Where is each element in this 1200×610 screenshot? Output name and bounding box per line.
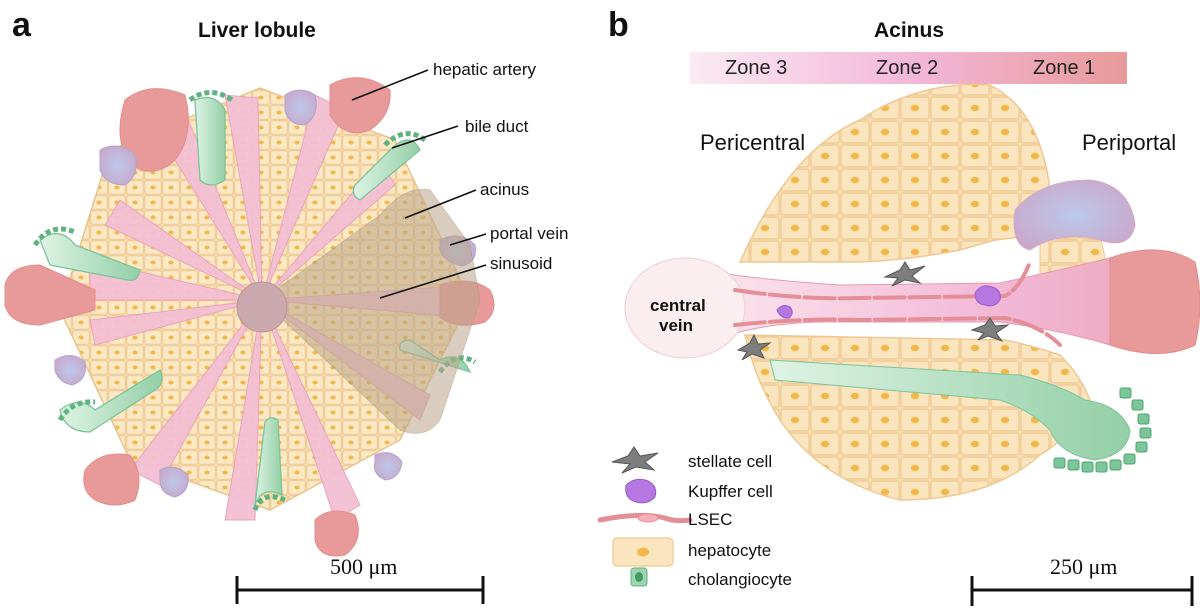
legend-icons bbox=[597, 446, 693, 587]
label-hepatic-artery: hepatic artery bbox=[433, 60, 536, 79]
scale-bar-b-line bbox=[970, 576, 1194, 606]
upper-hepatocyte-field bbox=[738, 83, 1051, 263]
label-leaders bbox=[351, 69, 487, 299]
central-vein-a bbox=[236, 281, 288, 333]
portal-vein-b bbox=[1013, 179, 1136, 251]
label-bile-duct: bile duct bbox=[465, 117, 529, 136]
kupffer-cell-icon bbox=[625, 478, 657, 504]
legend-cholangiocyte: cholangiocyte bbox=[688, 570, 792, 589]
central-vein-b bbox=[624, 257, 746, 359]
central-vein-label-line2: vein bbox=[659, 316, 694, 335]
legend-kupffer-cell: Kupffer cell bbox=[688, 482, 773, 501]
periportal-label: Periportal bbox=[1082, 130, 1177, 155]
scale-bar-b-label: 250 μm bbox=[1050, 554, 1118, 579]
stellate-cell-icon bbox=[611, 446, 659, 474]
stellate-cells bbox=[736, 261, 1010, 361]
central-vein-label-line1: central bbox=[650, 296, 706, 315]
zone-1-label: Zone 1 bbox=[1033, 57, 1096, 79]
liver-lobule-diagram bbox=[4, 69, 495, 604]
scale-bar-a-line bbox=[235, 576, 485, 604]
label-portal-vein: portal vein bbox=[490, 224, 569, 243]
legend-hepatocyte: hepatocyte bbox=[688, 541, 772, 560]
lsec-lining bbox=[733, 260, 1062, 347]
scale-bar-a-label: 500 μm bbox=[330, 554, 398, 579]
zone-3-label: Zone 3 bbox=[725, 57, 788, 79]
legend-lsec: LSEC bbox=[688, 510, 733, 529]
panel-b-letter: b bbox=[608, 6, 629, 44]
cholangiocyte-icon bbox=[630, 567, 648, 587]
hepatic-artery-b bbox=[1109, 249, 1200, 354]
pericentral-label: Pericentral bbox=[700, 130, 806, 155]
hepatocyte-icon bbox=[612, 537, 674, 567]
acinus-overlay bbox=[261, 188, 481, 434]
cholangiocyte-rim-b bbox=[1053, 387, 1152, 473]
panel-a-title: Liver lobule bbox=[198, 19, 316, 42]
zone-2-label: Zone 2 bbox=[876, 57, 939, 79]
lsec-icon bbox=[597, 512, 693, 524]
label-acinus: acinus bbox=[480, 180, 530, 199]
kupffer-cells bbox=[776, 285, 1001, 319]
zone-gradient-bar bbox=[690, 52, 1127, 84]
acinus-diagram bbox=[624, 52, 1200, 606]
bile-duct-b bbox=[769, 359, 1131, 461]
panel-a-letter: a bbox=[12, 6, 31, 44]
label-sinusoid: sinusoid bbox=[490, 254, 553, 273]
panel-b-title: Acinus bbox=[874, 19, 945, 42]
legend-stellate-cell: stellate cell bbox=[688, 452, 773, 471]
